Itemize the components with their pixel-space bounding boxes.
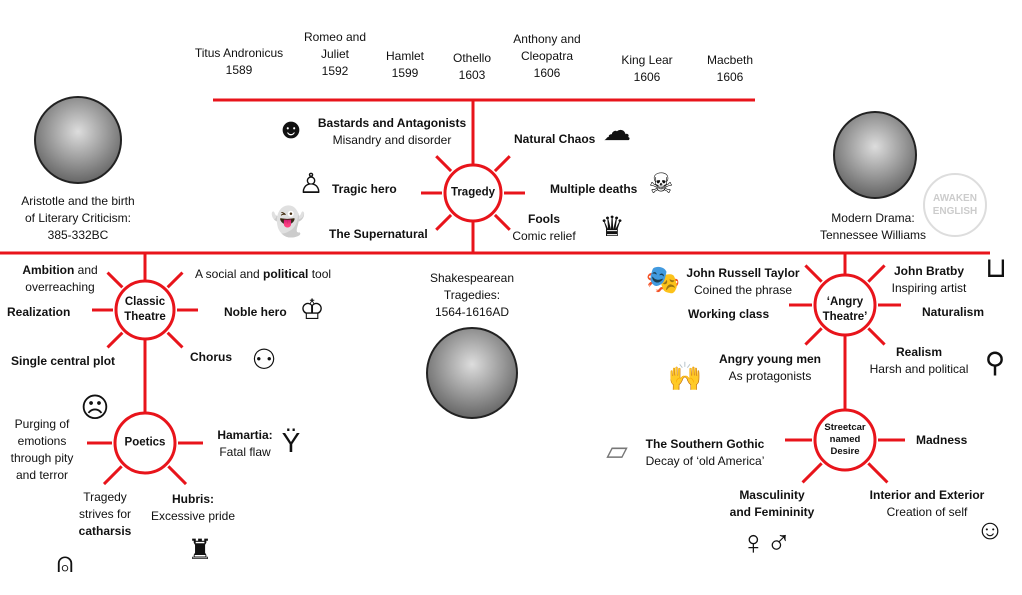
scream-icon: ☹ (80, 392, 110, 423)
classic-spoke (166, 331, 184, 349)
crown-icon: ♔ (299, 294, 325, 325)
classic-spoke (106, 271, 124, 289)
angry-spoke (804, 327, 823, 346)
tragedy-spoke (435, 155, 453, 173)
angry-item: Working class (688, 307, 770, 321)
tragedy-item: The Supernatural (329, 227, 428, 241)
streetcar-circle (813, 408, 877, 472)
angry-spoke (867, 264, 886, 283)
tragedy-spoke (493, 213, 511, 231)
group-icon: ⚇ (251, 344, 277, 375)
poetics-spoke (167, 465, 188, 486)
kitchen-sink-icon: ⊔ (985, 252, 1007, 283)
watermark-logo: AWAKEN ENGLISH (923, 173, 987, 237)
step-figure-icon: ♜ (187, 534, 213, 565)
witch-ghost-icon: 👻 (270, 206, 306, 237)
classic-item: Chorus (190, 350, 232, 364)
medusa-icon: ☻ (276, 113, 306, 144)
angry-item: Naturalism (922, 305, 985, 319)
classic-spoke (166, 271, 184, 289)
theatre-masks-icon: 🎭 (645, 264, 681, 295)
streetcar-item: Madness (916, 433, 968, 447)
williams-caption: Modern Drama:Tennessee Williams (819, 211, 927, 242)
tragedy-node: Tragedy (450, 186, 496, 199)
classic-item: Single central plot (11, 354, 116, 368)
tragedy-spoke (435, 213, 453, 231)
classic-item: Realization (7, 305, 71, 319)
poetics-item: Hamartia:Fatal flaw (217, 428, 273, 459)
angry-men-icon: 🙌 (667, 361, 703, 392)
jester-hat-icon: ♛ (599, 211, 625, 242)
angry-circle (813, 273, 877, 337)
poetics-item: Hubris:Excessive pride (150, 492, 236, 523)
fallen-hero-icon: ♙ (298, 168, 324, 199)
streetcar-spoke (867, 462, 889, 484)
mirror-icon: ⚲ (984, 347, 1006, 378)
broken-glass-icon: Ÿ (281, 427, 301, 458)
classic-spoke (106, 331, 124, 349)
tragedy-item: Tragic hero (332, 182, 397, 196)
shakespeare-portrait (426, 327, 518, 419)
classic-circle (114, 279, 176, 341)
aristotle-portrait (34, 96, 122, 184)
poetics-spoke (102, 465, 123, 486)
tragedy-circle (443, 163, 503, 223)
streetcar-spoke (801, 462, 823, 484)
storm-cloud-icon: ☁ (603, 115, 631, 146)
classic-item: A social and political tool (195, 267, 332, 281)
classic-item: Noble hero (224, 305, 287, 319)
tragedy-spoke (493, 155, 511, 173)
head-profile-icon: ☺ (975, 514, 1005, 545)
usa-map-icon: ▱ (606, 435, 628, 466)
tragedy-item: Multiple deaths (550, 182, 638, 196)
gender-symbols-icon: ♀♂ (740, 524, 792, 562)
skull-icon: ☠ (648, 168, 674, 199)
williams-portrait (833, 111, 917, 199)
angry-spoke (804, 264, 823, 283)
angry-spoke (867, 327, 886, 346)
tragedy-item: Natural Chaos (514, 132, 596, 146)
poetics-node: Poetics (124, 436, 166, 449)
birdcage-icon: ⍝ (56, 547, 74, 578)
poetics-circle (113, 411, 177, 475)
